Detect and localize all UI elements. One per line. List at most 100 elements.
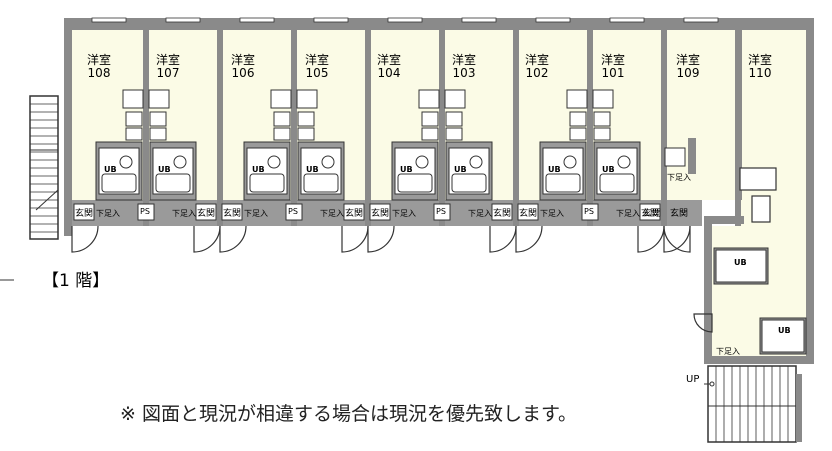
ps-box [433,203,451,221]
room-number: 101 [601,66,625,80]
sink [273,127,291,141]
room-type: 洋室 [675,53,700,67]
window [387,17,423,23]
room-type: 洋室 [376,53,401,67]
ps-box [581,203,599,221]
stair-wall [796,374,802,442]
door [637,225,665,253]
partition-wall [513,24,519,226]
bathtub [545,173,581,193]
door [193,225,221,253]
room-type: 洋室 [86,53,111,67]
room-type: 洋室 [600,53,625,67]
washer [296,89,318,109]
genkan-box [491,203,513,221]
ub-label: UB [454,165,467,174]
washer-109 [664,147,686,167]
up-arrow-dot [709,381,715,387]
shoe-box-label: 下足入 [320,209,344,218]
corner-wall [704,216,744,224]
stove [593,111,611,127]
genkan-label: 玄関 [371,209,390,219]
genkan-box [369,203,391,221]
window [609,17,645,23]
sink [445,127,463,141]
shoe-box-label: 下足入 [616,209,640,218]
genkan-box [517,203,539,221]
ps-label: PS [140,207,150,216]
stove [569,111,587,127]
toilet [173,155,187,169]
room-number: 109 [676,66,700,80]
shoe-box-label-110: 下足入 [716,347,740,356]
partition-wall [439,24,445,226]
room-type: 洋室 [524,53,549,67]
shoe-box-label: 下足入 [392,209,416,218]
washer [418,89,440,109]
ub-label: UB [252,165,265,174]
washer [592,89,614,109]
door [71,225,99,253]
bottom-staircase [707,365,797,443]
room-number: 102 [525,66,549,80]
partition-wall [735,24,741,226]
door-110-entry [663,225,691,253]
genkan-box [343,203,365,221]
washer [444,89,466,109]
partitions [91,17,741,226]
stove [297,111,315,127]
lower-left-wall [704,218,712,363]
bathtub [397,173,433,193]
ps-box [285,203,303,221]
ub-label-110-upper: UB [734,258,747,267]
wall-109 [688,138,696,174]
partition-wall [143,24,149,226]
ps-label: PS [584,207,594,216]
room-number: 104 [377,66,401,80]
door [489,225,517,253]
washer [566,89,588,109]
left-wall [64,18,72,236]
sink [569,127,587,141]
stove-110 [751,195,771,223]
sink [593,127,611,141]
shoe-box-label-109: 下足入 [667,173,691,182]
door-110 [693,313,713,333]
lower-bottom-wall [704,356,814,364]
genkan-label: 玄関 [197,209,216,219]
genkan-box [221,203,243,221]
partition-wall [291,24,297,226]
left-staircase [29,95,59,240]
genkan-label-109: 玄関 [643,209,662,219]
toilet [321,155,335,169]
partition-wall [365,24,371,226]
genkan-label-110: 玄関 [670,209,689,219]
genkan-label: 玄関 [223,209,242,219]
washer [122,89,144,109]
stove [125,111,143,127]
room-type: 洋室 [304,53,329,67]
genkan-box [639,203,661,221]
room-type: 洋室 [747,53,772,67]
left-stair-steps [30,103,58,233]
bathtub [101,173,137,193]
room-fill [664,30,738,200]
ps-box [137,203,155,221]
genkan-label: 玄関 [345,209,364,219]
door [219,225,247,253]
door [341,225,369,253]
room-number: 105 [305,66,329,80]
floor-label: 【1 階】 [42,271,110,291]
toilet [119,155,133,169]
right-wall [806,18,814,363]
toilet [563,155,577,169]
